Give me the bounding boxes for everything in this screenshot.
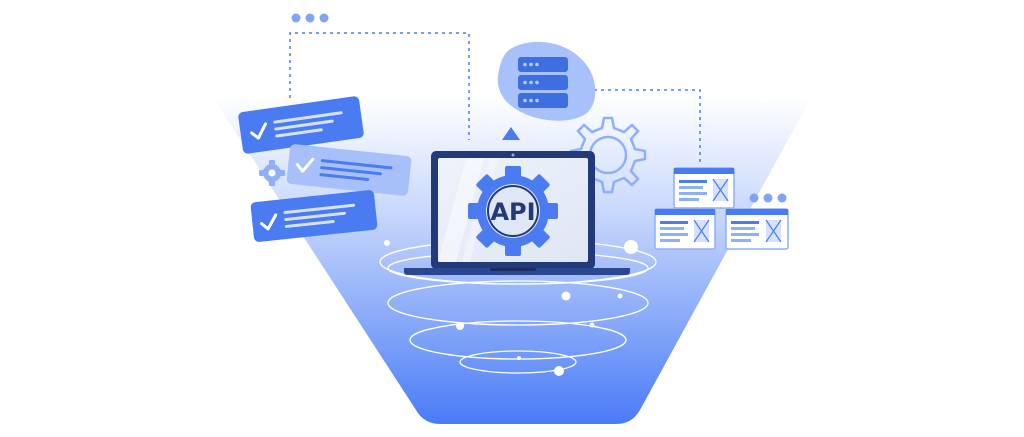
check-card xyxy=(250,190,378,242)
dotted-connectors xyxy=(289,32,701,165)
orbit-dots xyxy=(384,240,638,376)
dots-icon xyxy=(749,193,787,203)
api-gear-icon: API xyxy=(468,166,558,256)
check-card xyxy=(286,144,412,196)
triangle-icon xyxy=(502,127,520,140)
browser-window-icon xyxy=(654,208,716,250)
gear-icon xyxy=(259,160,285,186)
database-server-icon xyxy=(497,41,596,121)
api-label: API xyxy=(490,198,535,226)
browser-window-icon xyxy=(725,208,789,250)
check-card xyxy=(238,96,364,154)
browser-window-icon xyxy=(673,167,735,209)
dots-icon xyxy=(291,13,329,23)
